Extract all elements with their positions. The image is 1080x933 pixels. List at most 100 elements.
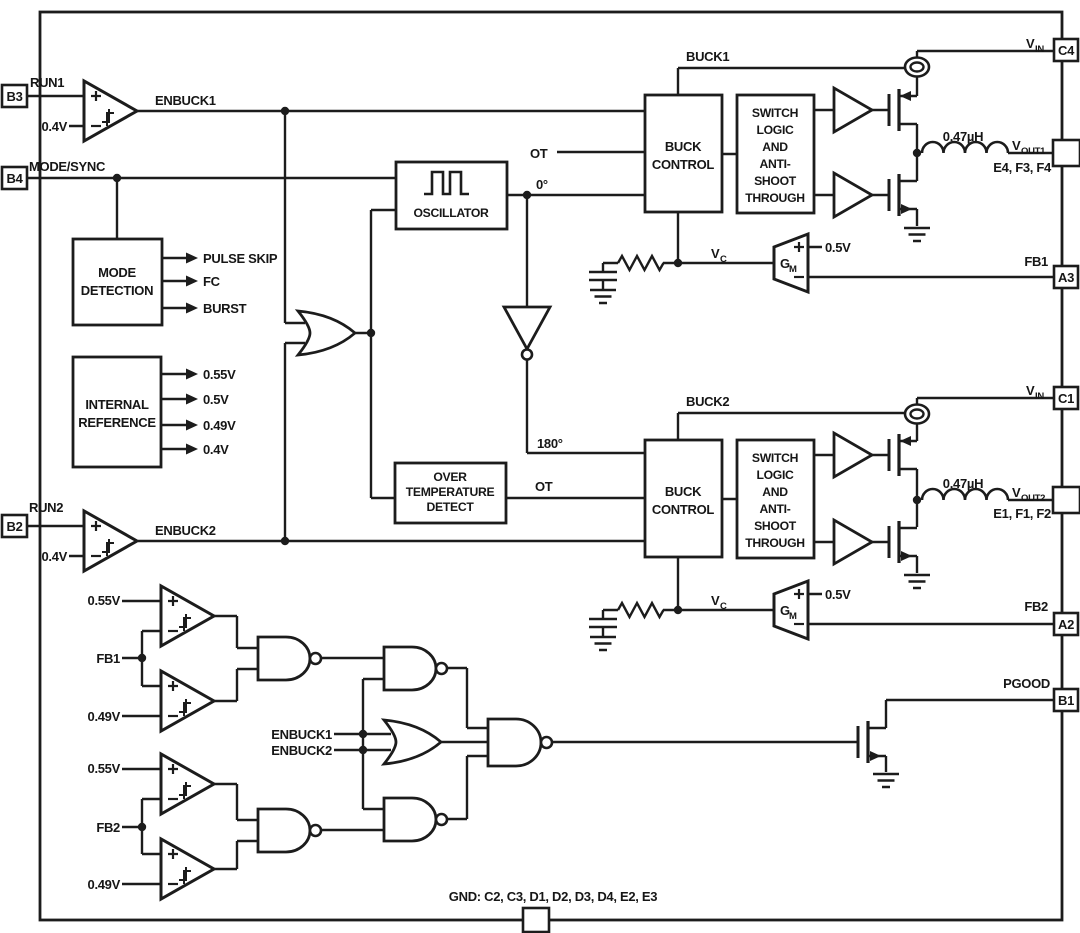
buck1-control-label-1: BUCK [665, 139, 702, 154]
buck2-switch-logic-block: SWITCH LOGIC AND ANTI- SHOOT THROUGH [735, 438, 816, 560]
buck2-comp-ground-icon [588, 635, 618, 652]
over-temperature-block: OVER TEMPERATURE DETECT [393, 461, 508, 525]
mode-detection-block: MODE DETECTION [71, 237, 164, 327]
pin-b2-label: B2 [6, 519, 22, 534]
pad-gnd [521, 906, 551, 933]
burst-arrow-icon [186, 302, 198, 314]
ref-055-arrow-icon [186, 368, 198, 380]
buck1-bottom-gate-driver [832, 171, 874, 219]
compensation-resistor-1 [616, 253, 665, 273]
over-temp-label-3: DETECT [427, 500, 475, 514]
compensation-resistor-2 [616, 600, 665, 620]
sl1-line5: SHOOT [754, 174, 797, 188]
vin1-label-main: V [1026, 36, 1035, 51]
fb2-window-nand-gate [256, 807, 323, 854]
fc-arrow-icon [186, 275, 198, 287]
over-temp-label-1: OVER [433, 470, 467, 484]
fb2-low-comparator [159, 837, 216, 901]
buck2-bottom-gate-driver [832, 518, 874, 566]
fb2-low-ref-label: 0.49V [88, 877, 121, 892]
fb2-input-label: FB2 [96, 820, 120, 835]
ot2-label: OT [535, 479, 553, 494]
sl1-line3: AND [762, 140, 788, 154]
inductor2-value: 0.47µH [943, 476, 983, 491]
vin2-label-sub: IN [1035, 391, 1044, 402]
vc2-label-main: V [711, 593, 720, 608]
gnd-pads-label: GND: C2, C3, D1, D2, D3, D4, E2, E3 [449, 889, 657, 904]
fb1-low-ref-label: 0.49V [88, 709, 121, 724]
sl2-line6: THROUGH [745, 536, 805, 550]
inverter-bubble [520, 348, 534, 361]
fb1-window-nand-gate [256, 635, 323, 682]
internal-reference-label-1: INTERNAL [85, 397, 149, 412]
pulse-skip-arrow-icon [186, 252, 198, 264]
wires-center [283, 111, 645, 541]
pin-c1: C1 [1052, 385, 1080, 411]
pin-a3: A3 [1052, 264, 1080, 290]
fb1-high-comparator [159, 584, 216, 648]
sl2-line3: AND [762, 485, 788, 499]
pgood-label: PGOOD [1003, 676, 1050, 691]
gm1-label-main: G [780, 256, 790, 271]
ref-05-label: 0.5V [203, 392, 229, 407]
vin2-label-main: V [1026, 383, 1035, 398]
buck1-switch-logic-block: SWITCH LOGIC AND ANTI- SHOOT THROUGH [735, 93, 816, 215]
buck2-current-sense-icon [903, 403, 931, 425]
ref-049-label: 0.49V [203, 418, 236, 433]
fb1-high-ref-label: 0.55V [88, 593, 121, 608]
buck1-nmos-ground-icon [902, 226, 932, 243]
sl2-line1: SWITCH [752, 451, 798, 465]
run1-label: RUN1 [30, 75, 64, 90]
pgood-ground-icon [871, 772, 901, 789]
pin-c1-label: C1 [1058, 391, 1074, 406]
run2-label: RUN2 [29, 500, 63, 515]
mode-detection-label-1: MODE [98, 265, 136, 280]
buck1-comp-ground-icon [588, 288, 618, 305]
fb1-input-label: FB1 [96, 651, 120, 666]
buck1-control-label-2: CONTROL [652, 157, 715, 172]
compensation-capacitor-1 [589, 270, 617, 282]
burst-label: BURST [203, 301, 247, 316]
square-wave-icon [424, 170, 469, 196]
buck1-control-block: BUCK CONTROL [643, 93, 724, 214]
phase-inverter [501, 305, 553, 352]
vout1-pads-label: E4, F3, F4 [993, 160, 1052, 175]
pgood-nmos [856, 719, 888, 765]
buck1-current-sense-icon [903, 56, 931, 78]
buck1-top-gate-driver [832, 86, 874, 134]
phase0-label: 0° [536, 177, 548, 192]
ref-04-label: 0.4V [203, 442, 229, 457]
enbuck2-input-label: ENBUCK2 [271, 743, 332, 758]
junction-dots [112, 106, 922, 832]
over-temp-label-2: TEMPERATURE [406, 485, 495, 499]
pin-a2: A2 [1052, 611, 1080, 637]
vout1-label-main: V [1012, 138, 1021, 153]
buck2-label: BUCK2 [686, 394, 729, 409]
enbuck-or-gate [382, 718, 443, 766]
buck2-control-block: BUCK CONTROL [643, 438, 724, 559]
internal-reference-label-2: REFERENCE [78, 415, 156, 430]
enbuck1-input-label: ENBUCK1 [271, 727, 332, 742]
run2-comparator [82, 509, 139, 573]
pin-b4-label: B4 [6, 171, 23, 186]
fb1-pin-label: FB1 [1024, 254, 1048, 269]
sl2-line5: SHOOT [754, 519, 797, 533]
enbuck1-label: ENBUCK1 [155, 93, 216, 108]
sl1-line2: LOGIC [756, 123, 794, 137]
buck2-top-gate-driver [832, 431, 874, 479]
enbuck2-label: ENBUCK2 [155, 523, 216, 538]
pin-b3: B3 [0, 83, 29, 109]
compensation-capacitor-2 [589, 617, 617, 629]
ref-05-arrow-icon [186, 393, 198, 405]
pad-vout2 [1051, 485, 1080, 515]
buck2-nmos-ground-icon [902, 573, 932, 590]
inductor1-value: 0.47µH [943, 129, 983, 144]
pin-c4-label: C4 [1058, 43, 1075, 58]
fb1-low-comparator [159, 669, 216, 733]
pin-b3-label: B3 [6, 89, 22, 104]
fb2-high-ref-label: 0.55V [88, 761, 121, 776]
buck1-pmos-switch [887, 87, 919, 133]
oscillator-label: OSCILLATOR [413, 206, 489, 220]
pulse-skip-label: PULSE SKIP [203, 251, 278, 266]
